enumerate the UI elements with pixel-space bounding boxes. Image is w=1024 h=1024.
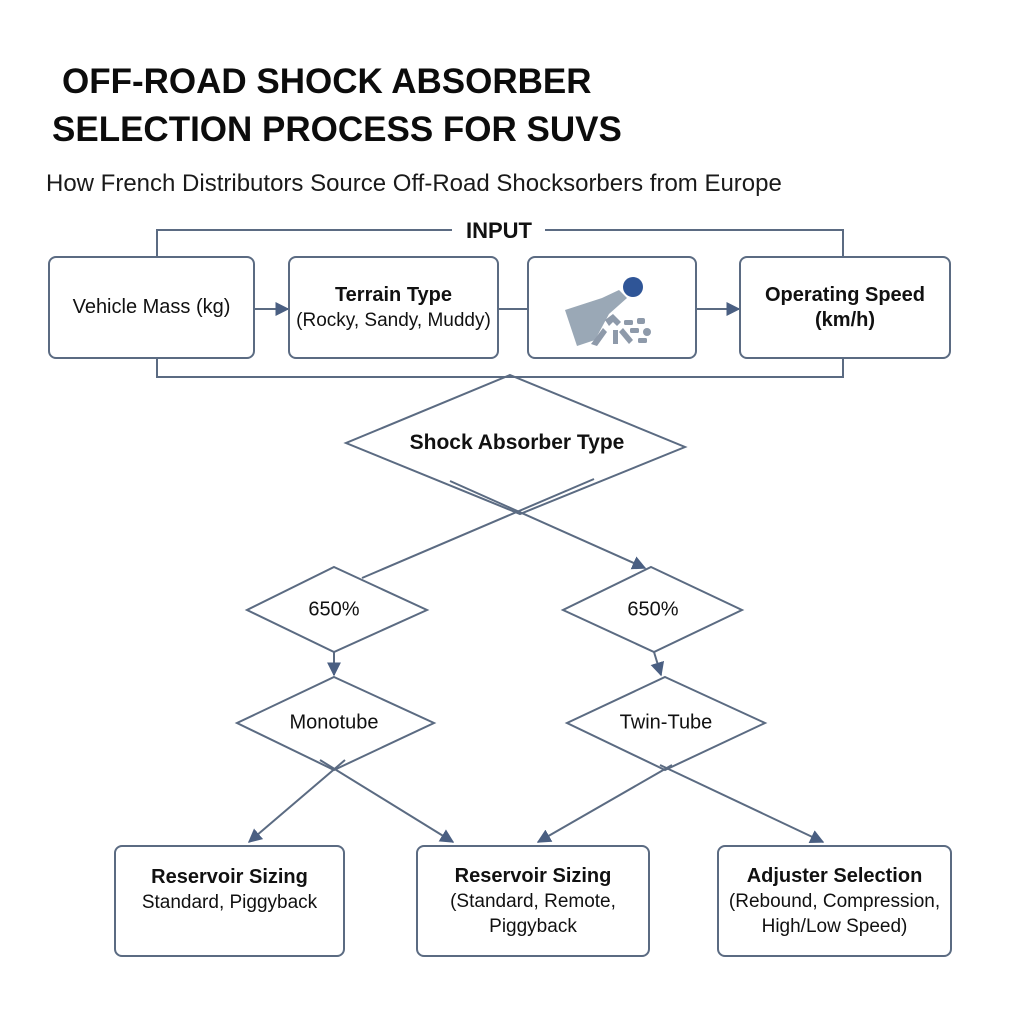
left-threshold-label: 650% — [308, 598, 360, 621]
monotube-label: Monotube — [289, 711, 379, 734]
arrow-twintube-to-reservoir-2 — [536, 764, 673, 843]
reservoir-sizing-2-title: Reservoir Sizing — [454, 864, 612, 887]
reservoir-sizing-box-2: Reservoir Sizing (Standard, Remote, Pigg… — [416, 845, 650, 957]
twintube-label: Twin-Tube — [619, 711, 713, 734]
operating-speed-box: Operating Speed (km/h) — [739, 256, 951, 359]
arrow-main-to-right — [449, 480, 647, 570]
adjuster-selection-box: Adjuster Selection (Rebound, Compression… — [717, 845, 952, 957]
vehicle-mass-label: Vehicle Mass (kg) — [72, 296, 231, 318]
input-group-bottom-bracket — [156, 358, 844, 378]
input-group-top-bracket — [156, 229, 452, 257]
arrow-monotube-to-reservoir-2 — [319, 759, 455, 843]
shock-type-label: Shock Absorber Type — [409, 431, 625, 454]
input-group-label: INPUT — [460, 218, 538, 244]
reservoir-sizing-2-detail: (Standard, Remote, Piggyback — [450, 890, 616, 937]
vehicle-mass-box: Vehicle Mass (kg) — [48, 256, 255, 359]
title-line-2: SELECTION PROCESS FOR SUVS — [52, 110, 622, 149]
arrow-right-threshold-to-twintube — [650, 651, 665, 677]
adjuster-selection-detail: (Rebound, Compression, High/Low Speed) — [728, 890, 941, 937]
reservoir-sizing-1-title: Reservoir Sizing — [151, 866, 308, 888]
right-threshold-label: 650% — [627, 598, 679, 621]
input-group-top-bracket-right — [545, 229, 844, 257]
title-line-1: OFF-ROAD SHOCK ABSORBER — [62, 62, 592, 101]
operating-speed-label: Operating Speed — [764, 283, 926, 306]
reservoir-sizing-1-detail: Standard, Piggyback — [141, 892, 318, 913]
terrain-type-box: Terrain Type (Rocky, Sandy, Muddy) — [288, 256, 499, 359]
line-main-to-left — [361, 478, 595, 579]
arrow-twintube-to-adjuster — [659, 764, 825, 843]
operating-speed-unit: (km/h) — [815, 308, 875, 331]
terrain-type-label: Terrain Type — [334, 283, 453, 306]
arrow-monotube-to-reservoir-1 — [247, 759, 346, 843]
subtitle: How French Distributors Source Off-Road … — [46, 170, 782, 197]
shock-type-diamond — [343, 373, 688, 516]
terrain-type-detail: (Rocky, Sandy, Muddy) — [296, 309, 491, 331]
terrain-icon-box — [527, 256, 697, 359]
adjuster-selection-title: Adjuster Selection — [746, 864, 923, 887]
reservoir-sizing-box-1: Reservoir Sizing Standard, Piggyback — [114, 845, 345, 957]
off-road-terrain-icon — [565, 276, 651, 346]
